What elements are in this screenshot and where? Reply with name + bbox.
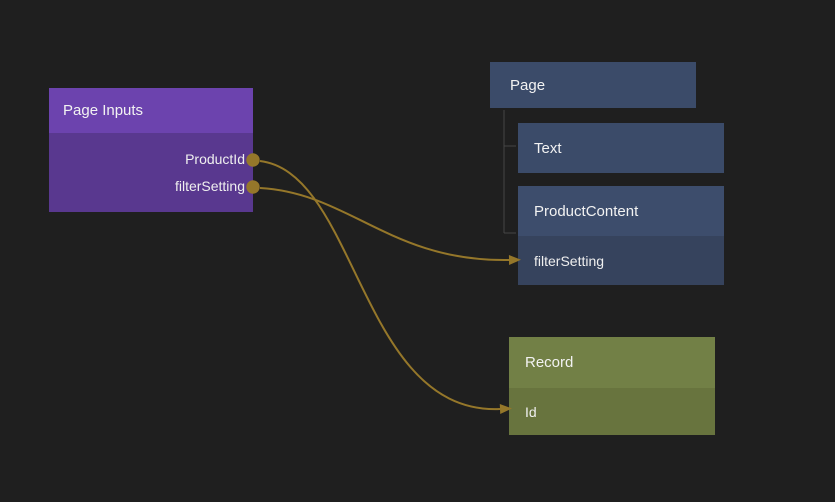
node-record[interactable]: Record Id bbox=[509, 337, 715, 435]
node-text-title: Text bbox=[534, 139, 562, 157]
node-page[interactable]: Page bbox=[490, 62, 696, 108]
node-record-header: Record bbox=[509, 337, 715, 388]
field-label-id: Id bbox=[525, 403, 537, 420]
node-product-content-title: ProductContent bbox=[534, 202, 639, 220]
node-product-content-header: ProductContent bbox=[518, 186, 724, 236]
connector-filtersetting-to-productcontent[interactable] bbox=[259, 187, 521, 265]
node-record-title: Record bbox=[525, 354, 574, 371]
tree-branch-lines bbox=[503, 110, 516, 234]
node-page-inputs[interactable]: Page Inputs ProductId filterSetting bbox=[49, 88, 253, 212]
node-product-content[interactable]: ProductContent filterSetting bbox=[518, 186, 724, 285]
output-row-filtersetting[interactable]: filterSetting bbox=[49, 173, 253, 200]
output-row-productid[interactable]: ProductId bbox=[49, 146, 253, 173]
connector-productid-to-record-id[interactable] bbox=[259, 160, 512, 414]
node-page-inputs-title: Page Inputs bbox=[63, 102, 144, 119]
node-page-title: Page bbox=[510, 76, 546, 94]
field-row-id[interactable]: Id bbox=[509, 388, 715, 435]
node-text[interactable]: Text bbox=[518, 123, 724, 173]
field-label-filtersetting: filterSetting bbox=[534, 252, 605, 269]
node-page-inputs-body: ProductId filterSetting bbox=[49, 133, 253, 200]
node-page-header: Page bbox=[490, 62, 696, 108]
node-page-inputs-header: Page Inputs bbox=[49, 88, 253, 133]
output-label-productid: ProductId bbox=[185, 151, 245, 167]
node-text-header: Text bbox=[518, 123, 724, 173]
field-row-filtersetting[interactable]: filterSetting bbox=[518, 236, 724, 285]
output-label-filtersetting: filterSetting bbox=[174, 178, 245, 194]
